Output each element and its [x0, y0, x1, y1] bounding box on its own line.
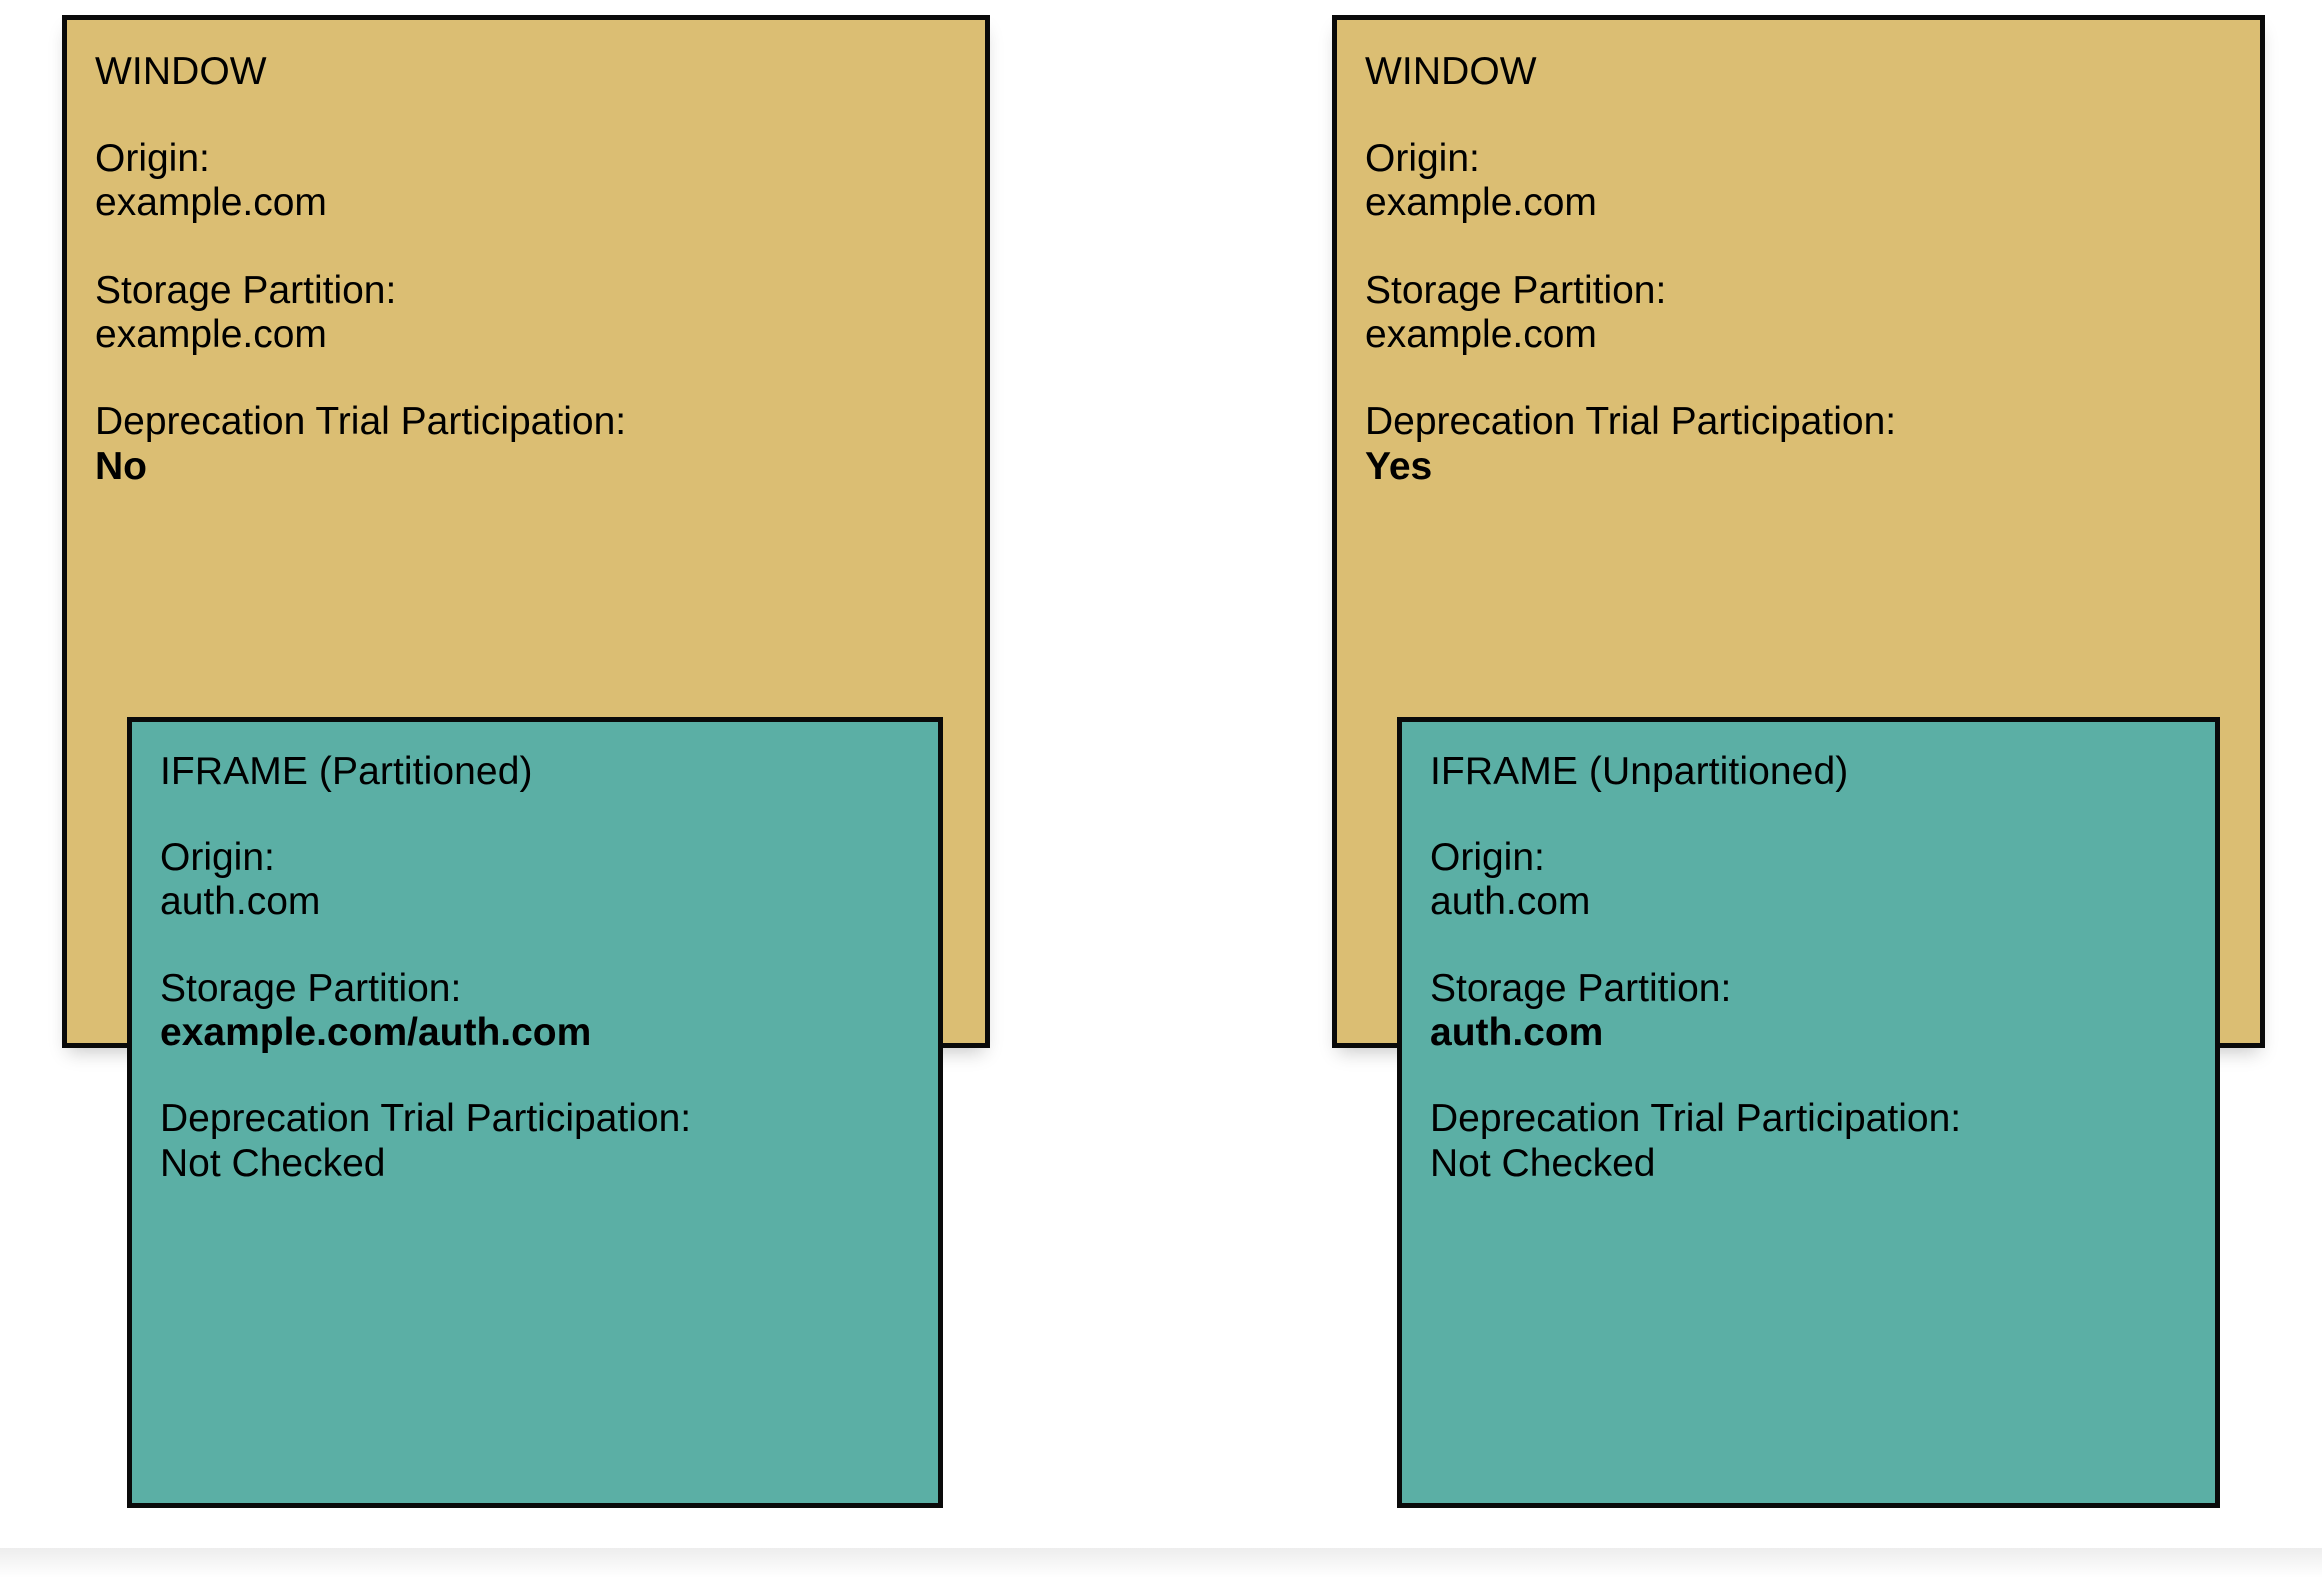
window-card-left: WINDOW Origin: example.com Storage Parti…	[62, 15, 990, 1508]
iframe-storage-partition-value-left: example.com/auth.com	[160, 1011, 592, 1055]
window-origin-value-left: example.com	[95, 181, 327, 225]
window-storage-partition-label-left: Storage Partition:	[95, 268, 397, 312]
iframe-deprecation-trial-label-left: Deprecation Trial Participation:	[160, 1097, 692, 1141]
iframe-box-left: IFRAME (Partitioned) Origin: auth.com St…	[127, 717, 943, 1508]
iframe-title-left: IFRAME (Partitioned)	[160, 750, 533, 793]
window-content-right: WINDOW Origin: example.com Storage Parti…	[1337, 20, 2260, 1043]
iframe-origin-label-left: Origin:	[160, 835, 275, 879]
iframe-storage-partition-value-right: auth.com	[1430, 1011, 1604, 1055]
window-card-right: WINDOW Origin: example.com Storage Parti…	[1332, 15, 2265, 1508]
window-storage-partition-label-right: Storage Partition:	[1365, 268, 1667, 312]
iframe-storage-partition-field-right: Storage Partition: auth.com	[1430, 967, 2215, 1056]
window-deprecation-trial-value-right: Yes	[1365, 444, 1433, 488]
iframe-deprecation-trial-label-right: Deprecation Trial Participation:	[1430, 1097, 1962, 1141]
window-storage-partition-field-left: Storage Partition: example.com	[95, 269, 985, 358]
iframe-origin-value-left: auth.com	[160, 880, 321, 924]
window-origin-label-left: Origin:	[95, 136, 210, 180]
iframe-content-right: IFRAME (Unpartitioned) Origin: auth.com …	[1402, 722, 2215, 1503]
iframe-deprecation-trial-value-right: Not Checked	[1430, 1141, 1656, 1185]
window-title-left: WINDOW	[95, 50, 267, 93]
window-content-left: WINDOW Origin: example.com Storage Parti…	[67, 20, 985, 1043]
window-origin-field-left: Origin: example.com	[95, 137, 985, 226]
iframe-box-right: IFRAME (Unpartitioned) Origin: auth.com …	[1397, 717, 2220, 1508]
window-deprecation-trial-field-left: Deprecation Trial Participation: No	[95, 400, 985, 489]
window-deprecation-trial-field-right: Deprecation Trial Participation: Yes	[1365, 400, 2260, 489]
iframe-origin-value-right: auth.com	[1430, 880, 1591, 924]
iframe-storage-partition-label-right: Storage Partition:	[1430, 966, 1732, 1010]
iframe-origin-field-left: Origin: auth.com	[160, 836, 938, 925]
iframe-deprecation-trial-value-left: Not Checked	[160, 1141, 386, 1185]
window-storage-partition-field-right: Storage Partition: example.com	[1365, 269, 2260, 358]
window-title-right: WINDOW	[1365, 50, 1537, 93]
window-storage-partition-value-right: example.com	[1365, 313, 1597, 357]
iframe-content-left: IFRAME (Partitioned) Origin: auth.com St…	[132, 722, 938, 1503]
window-origin-label-right: Origin:	[1365, 136, 1480, 180]
window-deprecation-trial-label-right: Deprecation Trial Participation:	[1365, 400, 1897, 444]
iframe-deprecation-trial-field-left: Deprecation Trial Participation: Not Che…	[160, 1097, 938, 1186]
iframe-origin-field-right: Origin: auth.com	[1430, 836, 2215, 925]
window-storage-partition-value-left: example.com	[95, 313, 327, 357]
iframe-title-right: IFRAME (Unpartitioned)	[1430, 750, 1849, 793]
page-shadow	[0, 1548, 2322, 1578]
window-origin-value-right: example.com	[1365, 181, 1597, 225]
window-deprecation-trial-label-left: Deprecation Trial Participation:	[95, 400, 627, 444]
iframe-deprecation-trial-field-right: Deprecation Trial Participation: Not Che…	[1430, 1097, 2215, 1186]
iframe-storage-partition-label-left: Storage Partition:	[160, 966, 462, 1010]
iframe-origin-label-right: Origin:	[1430, 835, 1545, 879]
iframe-storage-partition-field-left: Storage Partition: example.com/auth.com	[160, 967, 938, 1056]
window-deprecation-trial-value-left: No	[95, 444, 147, 488]
window-origin-field-right: Origin: example.com	[1365, 137, 2260, 226]
